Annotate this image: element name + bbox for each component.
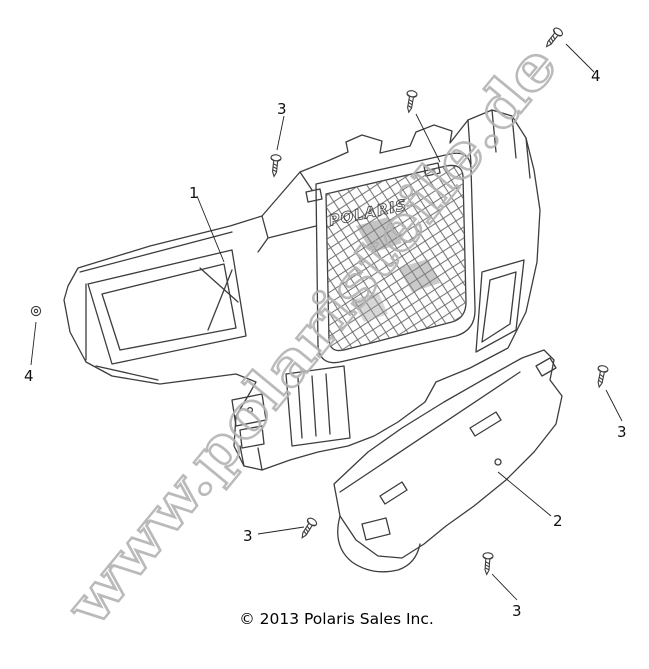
screw-icon-bottom-left xyxy=(297,516,319,541)
screw-icon-right xyxy=(593,364,610,389)
screw-icon-top-right xyxy=(542,25,565,51)
screw-icon-bottom xyxy=(481,551,494,576)
screw-icon-top-mid xyxy=(403,89,419,114)
grille-mesh xyxy=(326,165,466,351)
callout-part3-right: 3 xyxy=(617,423,627,441)
callout-part4-top-right: 4 xyxy=(591,67,601,85)
callout-part3-bottom: 3 xyxy=(512,602,522,620)
callout-part2: 2 xyxy=(553,512,563,530)
callout-part1: 1 xyxy=(189,184,199,202)
callout-part4-left: 4 xyxy=(24,367,34,385)
grille-shading xyxy=(352,217,440,322)
copyright-text: © 2013 Polaris Sales Inc. xyxy=(239,610,434,628)
screw-icon-top-left xyxy=(268,153,282,178)
bumper-assembly-part1 xyxy=(63,109,541,471)
callout-part3-bottom-left: 3 xyxy=(243,527,253,545)
skid-plate-part2 xyxy=(333,349,563,573)
leader-lines xyxy=(30,43,623,601)
callout-part3-top: 3 xyxy=(277,100,287,118)
fastener-icon-left xyxy=(30,305,42,317)
